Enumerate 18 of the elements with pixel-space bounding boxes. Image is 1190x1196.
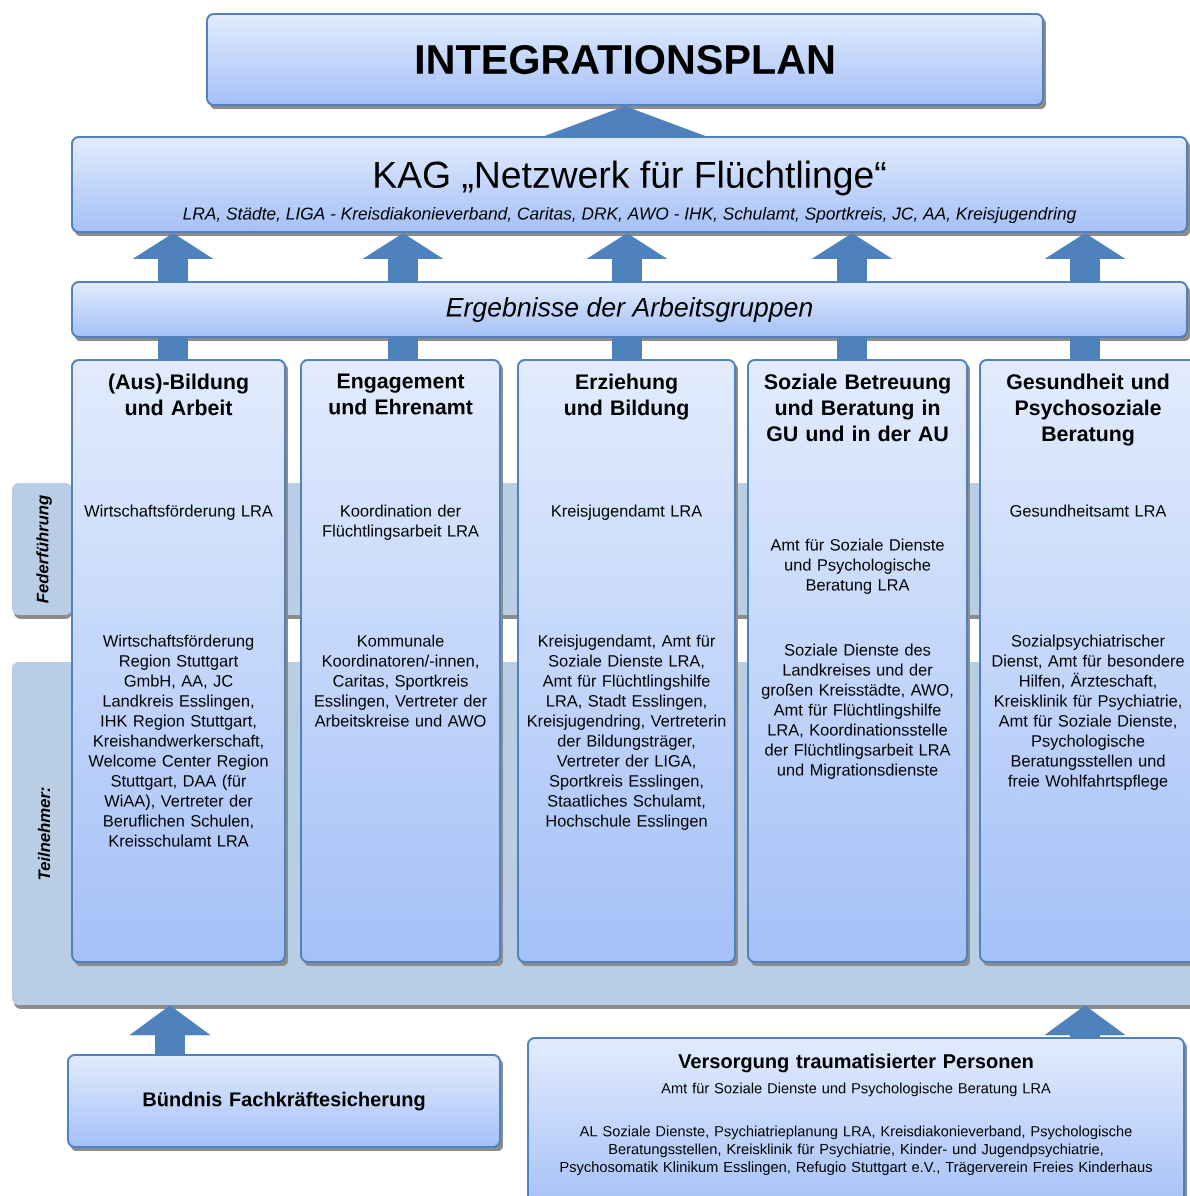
alliance-title: Bündnis Fachkräftesicherung (143, 1091, 425, 1111)
lead-text: Kreisjugendamt LRA (552, 504, 703, 520)
participants-text: Kommunale Koordinatoren/-innen, Caritas, Sportkreis Esslingen, Vertreter der Arbeitskreise und AWO (314, 634, 487, 727)
lead-text: Koordination der Flüchtlingsarbeit LRA (323, 504, 479, 540)
band-label: Federführung (36, 495, 52, 603)
title-box (206, 13, 1046, 109)
column-heading: Erziehung und Bildung (565, 373, 688, 420)
results-bar (71, 281, 1190, 341)
participants-text: Kreisjugendamt, Amt für Soziale Dienste LRA, Amt für Flüchtlingshilfe LRA, Stadt Esslingen, Kreisjugendring, Vertreterin der Bildungsträger, Vertreter der LIGA, Sportkreis Esslingen, Staatliches Schulamt, Hochschule Esslingen (528, 634, 726, 830)
alliance-box (67, 1054, 503, 1151)
participants-text: Soziale Dienste des Landkreises und der großen Kreisstädte, AWO, Amt für Flüchtlingshilfe LRA, Koordinationsstelle der Flüchtlingsarbeit LRA und Migrationsdienste (761, 643, 953, 779)
lead-text: Amt für Soziale Dienste und Psychologische Beratung LRA (770, 538, 944, 594)
band-label: Teilnehmer: (37, 787, 51, 880)
column-heading: Soziale Betreuung und Beratung in GU und in der AU (764, 373, 950, 442)
column-heading: Engagement und Ehrenamt (329, 373, 473, 415)
title: INTEGRATIONSPLAN (416, 44, 834, 75)
band (12, 483, 72, 619)
results-title: Ergebnisse der Arbeitsgruppen (446, 297, 812, 322)
